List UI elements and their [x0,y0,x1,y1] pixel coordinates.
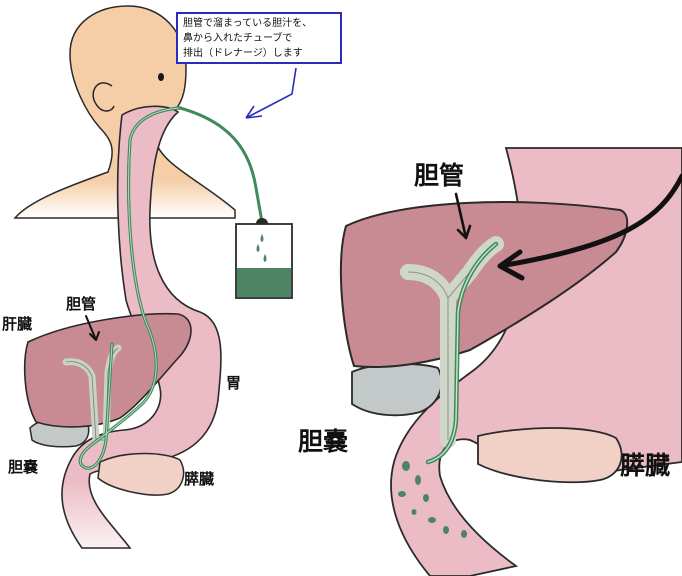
label-pancreas-zoom: 膵臓 [620,451,671,480]
callout-arrow [245,67,297,119]
bile-drops [398,461,467,538]
label-stomach: 胃 [226,374,242,392]
label-pancreas: 膵臓 [184,470,215,488]
callout-line-3: 排出（ドレナージ）します [183,48,303,59]
eye [158,73,164,81]
liver-zoom [339,201,629,369]
pancreas [97,452,185,496]
label-bile-duct: 胆管 [66,295,97,313]
callout-line-2: 鼻から入れたチューブで [183,33,293,44]
external-tube [178,106,264,224]
ear [92,82,115,112]
callout-box: 胆管で溜まっている胆汁を、 鼻から入れたチューブで 排出（ドレナージ）します [176,12,342,64]
callout-line-1: 胆管で溜まっている胆汁を、 [183,18,313,29]
label-bile-duct-zoom: 胆管 [414,161,465,190]
drainage-bag [235,218,293,299]
gallbladder-zoom [351,363,443,417]
pancreas-zoom [477,427,623,484]
right-figure [339,147,682,576]
label-gallbladder-zoom: 胆嚢 [298,427,349,456]
label-liver: 肝臓 [2,315,33,333]
label-gallbladder: 胆嚢 [8,458,39,476]
bile-duct-label-arrow [85,315,100,341]
pointer-arrow [497,173,682,281]
bile-duct-zoom-label-arrow [454,192,472,240]
left-figure [13,5,297,549]
